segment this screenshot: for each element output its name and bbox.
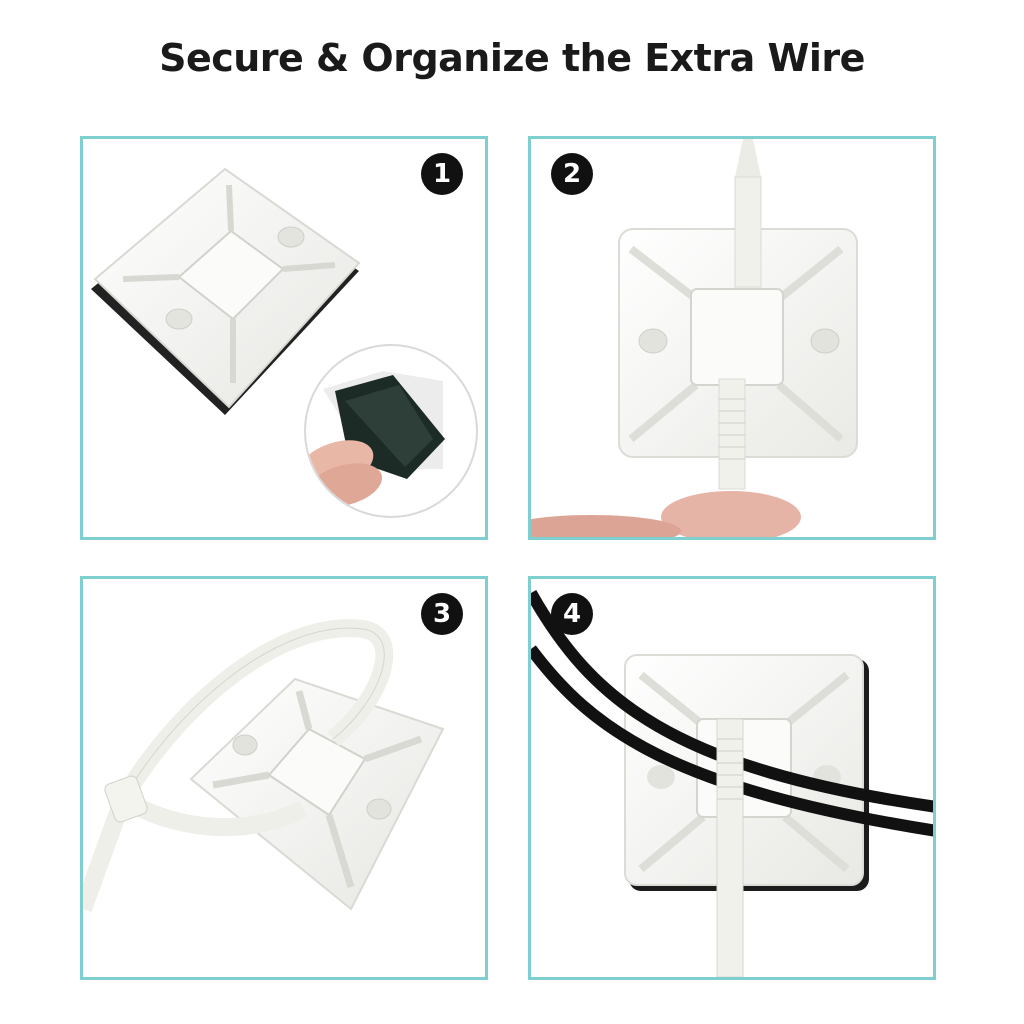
- step-panel-4: 4: [528, 576, 936, 980]
- step-panel-2: 2: [528, 136, 936, 540]
- page-title: Secure & Organize the Extra Wire: [159, 36, 865, 80]
- cable-tie-insert-image: [531, 139, 858, 537]
- step-panel-3: 3: [80, 576, 488, 980]
- step-panel-1: 1: [80, 136, 488, 540]
- step-badge-2: 2: [551, 153, 593, 195]
- cable-tie-loop-image: [83, 619, 445, 913]
- step-badge-1: 1: [421, 153, 463, 195]
- wire-secured-image: [531, 590, 933, 977]
- step-badge-4: 4: [551, 593, 593, 635]
- adhesive-mount-image: [91, 167, 478, 518]
- step-badge-3: 3: [421, 593, 463, 635]
